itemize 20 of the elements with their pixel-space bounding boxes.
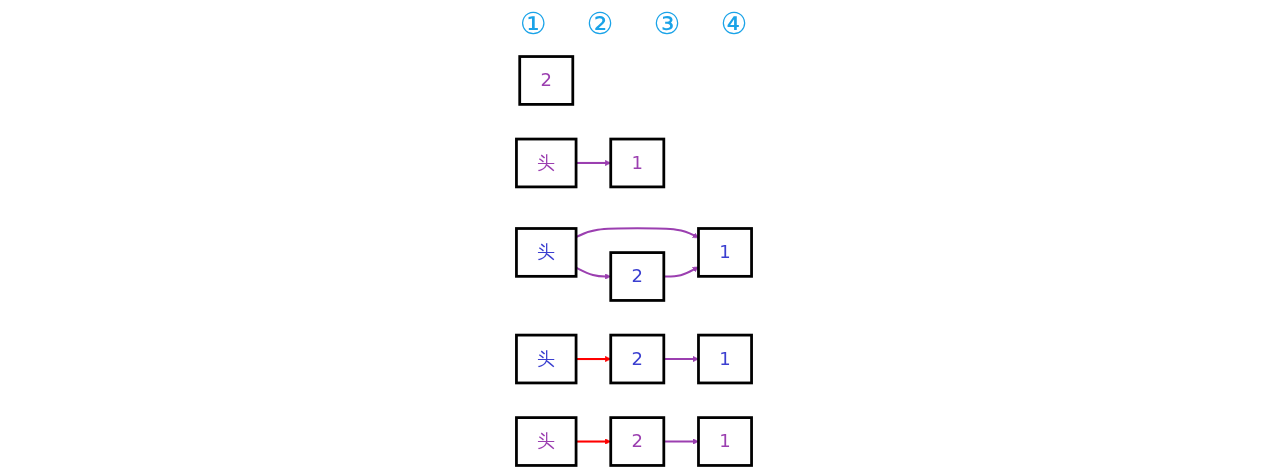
arrow [575, 438, 611, 445]
arrow [575, 355, 611, 363]
step-number: ③ [653, 6, 681, 41]
step-number: ④ [720, 6, 748, 41]
node-box: 2 [608, 251, 665, 302]
node-box: 1 [608, 137, 665, 189]
node-box: 头 [514, 227, 577, 278]
node-box: 2 [608, 333, 665, 385]
step-number: ① [519, 6, 547, 41]
node-box: 2 [517, 55, 574, 106]
arrow [575, 266, 611, 280]
node-box: 头 [514, 333, 577, 385]
node-box: 1 [696, 416, 753, 467]
node-box: 头 [514, 416, 577, 467]
arrow [575, 159, 611, 167]
node-box: 头 [514, 137, 577, 189]
node-box: 1 [696, 333, 753, 385]
step-number: ② [586, 6, 614, 41]
node-box: 2 [608, 416, 665, 467]
node-box: 1 [696, 227, 753, 278]
